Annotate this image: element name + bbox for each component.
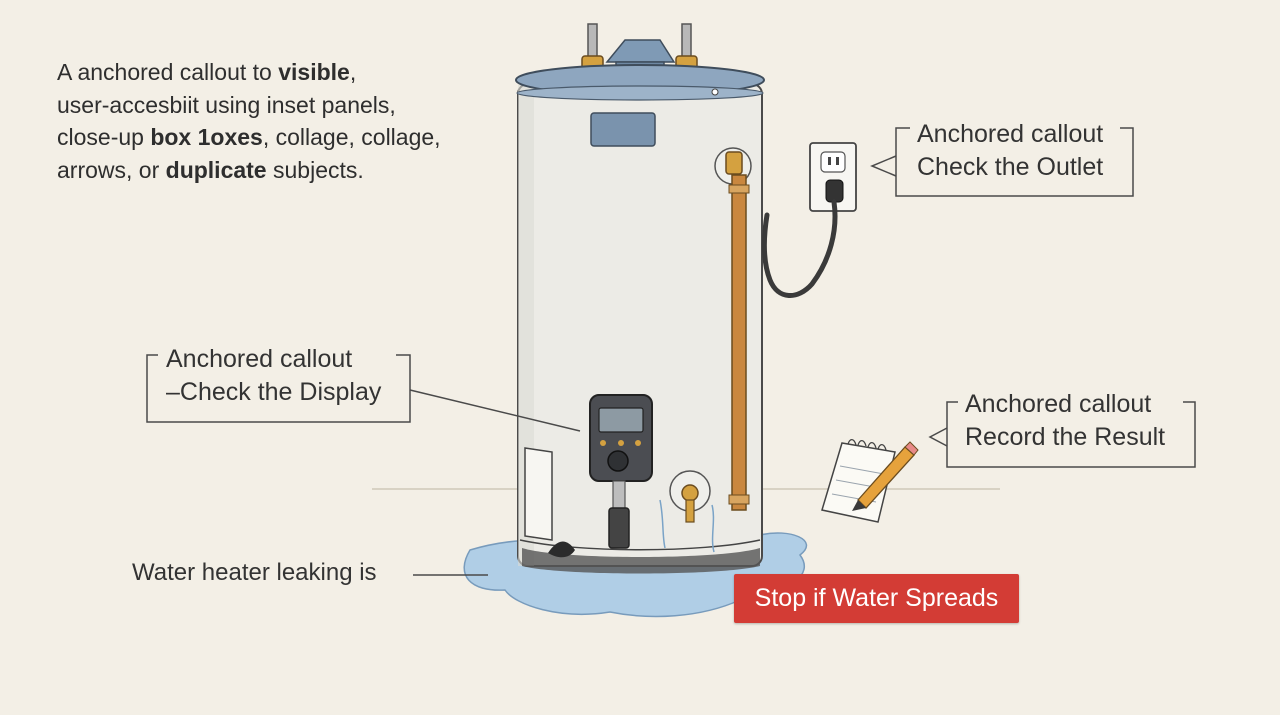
intro-line-2: user-accesbiit using inset panels, — [57, 91, 396, 118]
water-drips — [659, 499, 715, 553]
wall-outlet-icon — [809, 142, 857, 212]
intro-line-4-b: subjects. — [266, 156, 364, 183]
callout-result-box — [928, 401, 1196, 468]
leak-label: Water heater leaking is — [132, 559, 377, 586]
thermostat-display-icon — [589, 394, 653, 549]
callout-check-outlet: Anchored callout Check the Outlet — [917, 118, 1103, 184]
intro-line-1: A anchored callout to visible, — [57, 56, 487, 89]
intro-line-4: arrows, or duplicate subjects. — [57, 154, 487, 187]
intro-line-1-a: A anchored callout to — [57, 59, 279, 85]
intro-line-3-a: close-up — [57, 124, 151, 150]
intro-line-3-b: , collage, collage, — [262, 124, 441, 150]
notepad-icon — [821, 438, 896, 523]
callout-result-title: Anchored callout — [965, 390, 1152, 418]
callout-display-box — [146, 354, 581, 432]
intro-line-3: close-up box 1oxes, collage, collage, — [57, 121, 487, 154]
intro-line-4-bold: duplicate — [165, 156, 267, 183]
callout-result-text: Record the Result — [965, 423, 1166, 451]
intro-line-3-bold: box 1oxes — [150, 124, 263, 150]
water-heater-icon — [515, 64, 765, 574]
callout-outlet-box — [870, 127, 1134, 197]
callout-display-text: –Check the Display — [166, 378, 382, 406]
drain-valve-icon — [669, 470, 711, 523]
intro-line-1-bold: visible — [278, 59, 350, 85]
intro-line-4-a: arrows, or — [57, 156, 166, 183]
intro-text: A anchored callout to visible, user-acce… — [57, 56, 487, 186]
copper-pipe — [714, 147, 752, 511]
callout-outlet-title: Anchored callout — [917, 120, 1104, 148]
callout-display-title: Anchored callout — [166, 345, 353, 373]
power-plug-icon — [761, 179, 844, 298]
stop-if-water-spreads-button[interactable]: Stop if Water Spreads — [734, 574, 1019, 623]
intro-line-1-b: , — [349, 59, 357, 85]
callout-record-result: Anchored callout Record the Result — [965, 388, 1165, 454]
callout-check-display: Anchored callout –Check the Display — [166, 343, 381, 409]
pencil-icon — [852, 441, 919, 511]
callout-outlet-text: Check the Outlet — [917, 153, 1104, 181]
